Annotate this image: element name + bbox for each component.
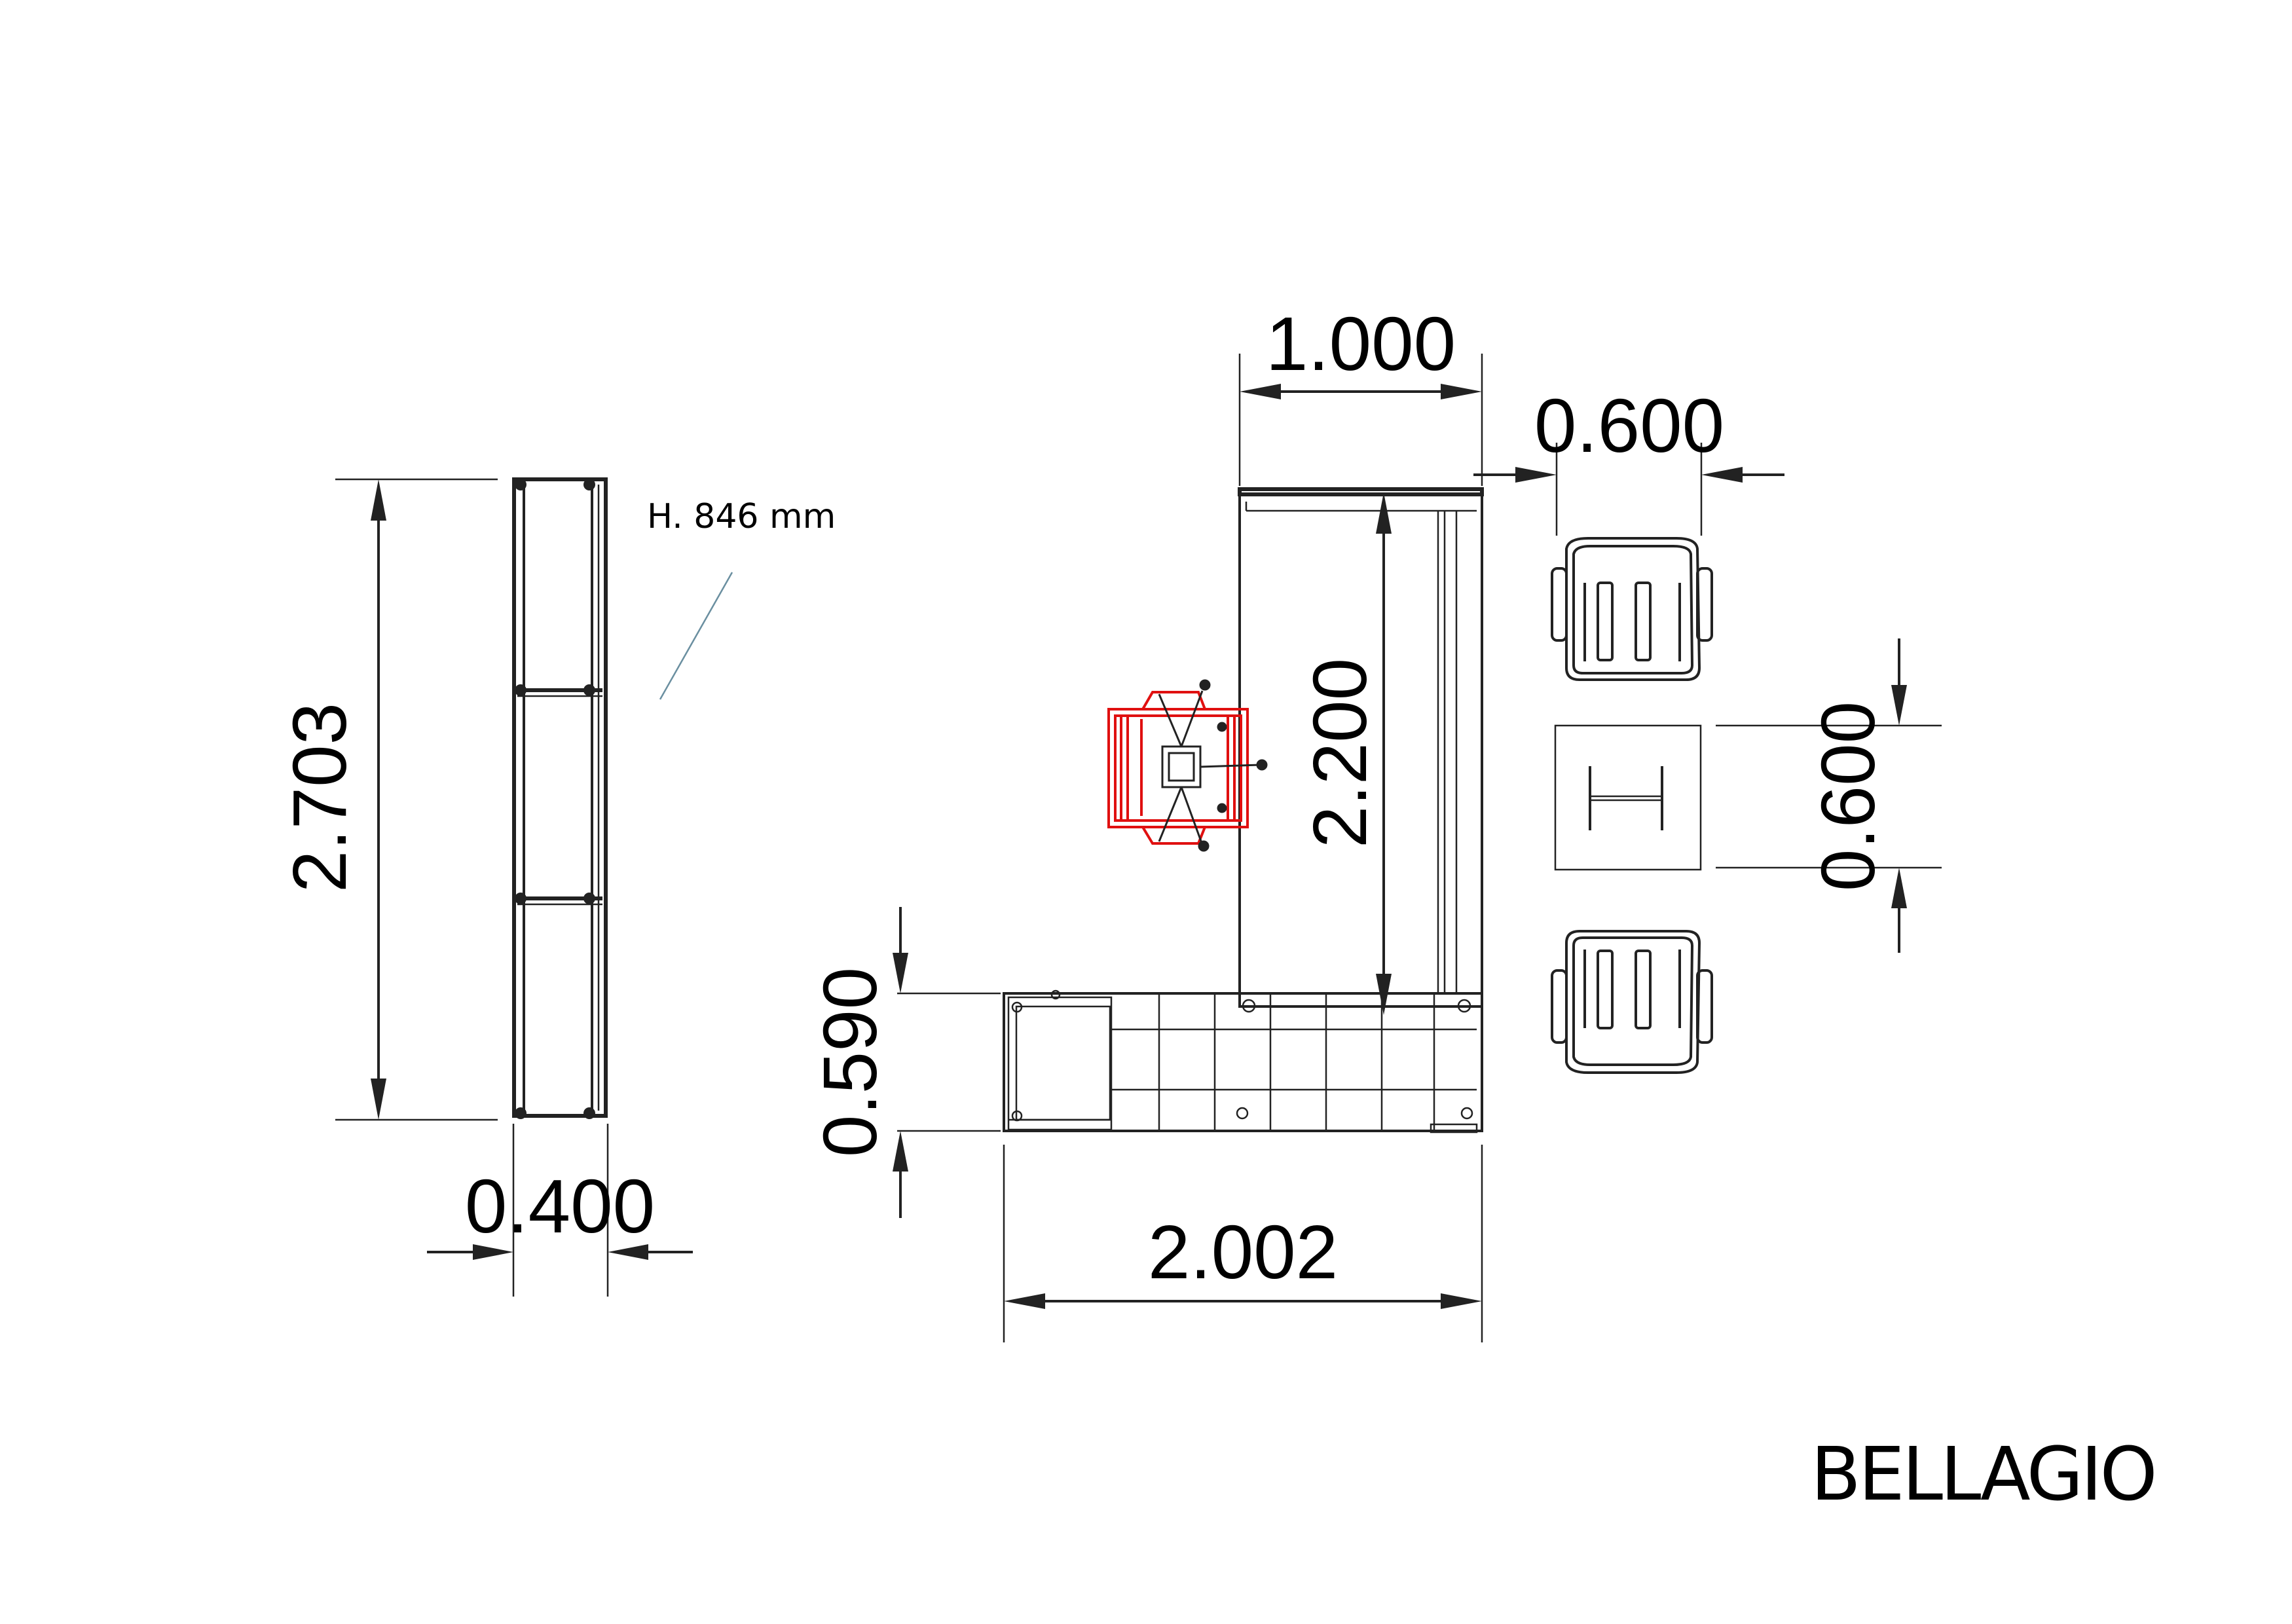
dimension-shelf-depth: 0.400 — [427, 1124, 693, 1297]
table-depth-label: 0.600 — [1805, 701, 1891, 891]
shelf-length-label: 2.703 — [277, 703, 362, 893]
office-chair-highlighted — [1107, 691, 1249, 845]
desk-width-label: 1.000 — [1266, 301, 1456, 386]
chair-width-label: 0.600 — [1534, 383, 1724, 468]
dimension-chair-width: 0.600 — [1473, 383, 1784, 536]
return-depth-label: 0.590 — [807, 967, 893, 1157]
dimension-desk-width: 1.000 — [1238, 301, 1483, 486]
brand-logo-text: BELLAGIO — [1811, 1432, 2155, 1517]
visitor-chair-bottom — [1551, 930, 1713, 1074]
desk-length-label: 2.200 — [1297, 658, 1382, 848]
dimension-return-depth: 0.590 — [807, 907, 1001, 1218]
height-note: H. 846 mm — [647, 497, 836, 700]
dimension-overall-length: 2.002 — [1003, 1145, 1483, 1342]
bookshelf-unit — [512, 477, 608, 1119]
office-chair-base — [1158, 679, 1268, 852]
shelf-depth-label: 0.400 — [465, 1164, 655, 1249]
height-note-text: H. 846 mm — [647, 497, 836, 536]
visitor-chair-top — [1551, 537, 1713, 681]
overall-length-label: 2.002 — [1148, 1209, 1338, 1295]
dimension-desk-length: 2.200 — [1297, 492, 1392, 1015]
dimension-shelf-length: 2.703 — [277, 478, 498, 1121]
desk-return — [1003, 989, 1483, 1134]
dimension-table-depth: 0.600 — [1716, 638, 1942, 953]
side-table — [1554, 724, 1702, 871]
